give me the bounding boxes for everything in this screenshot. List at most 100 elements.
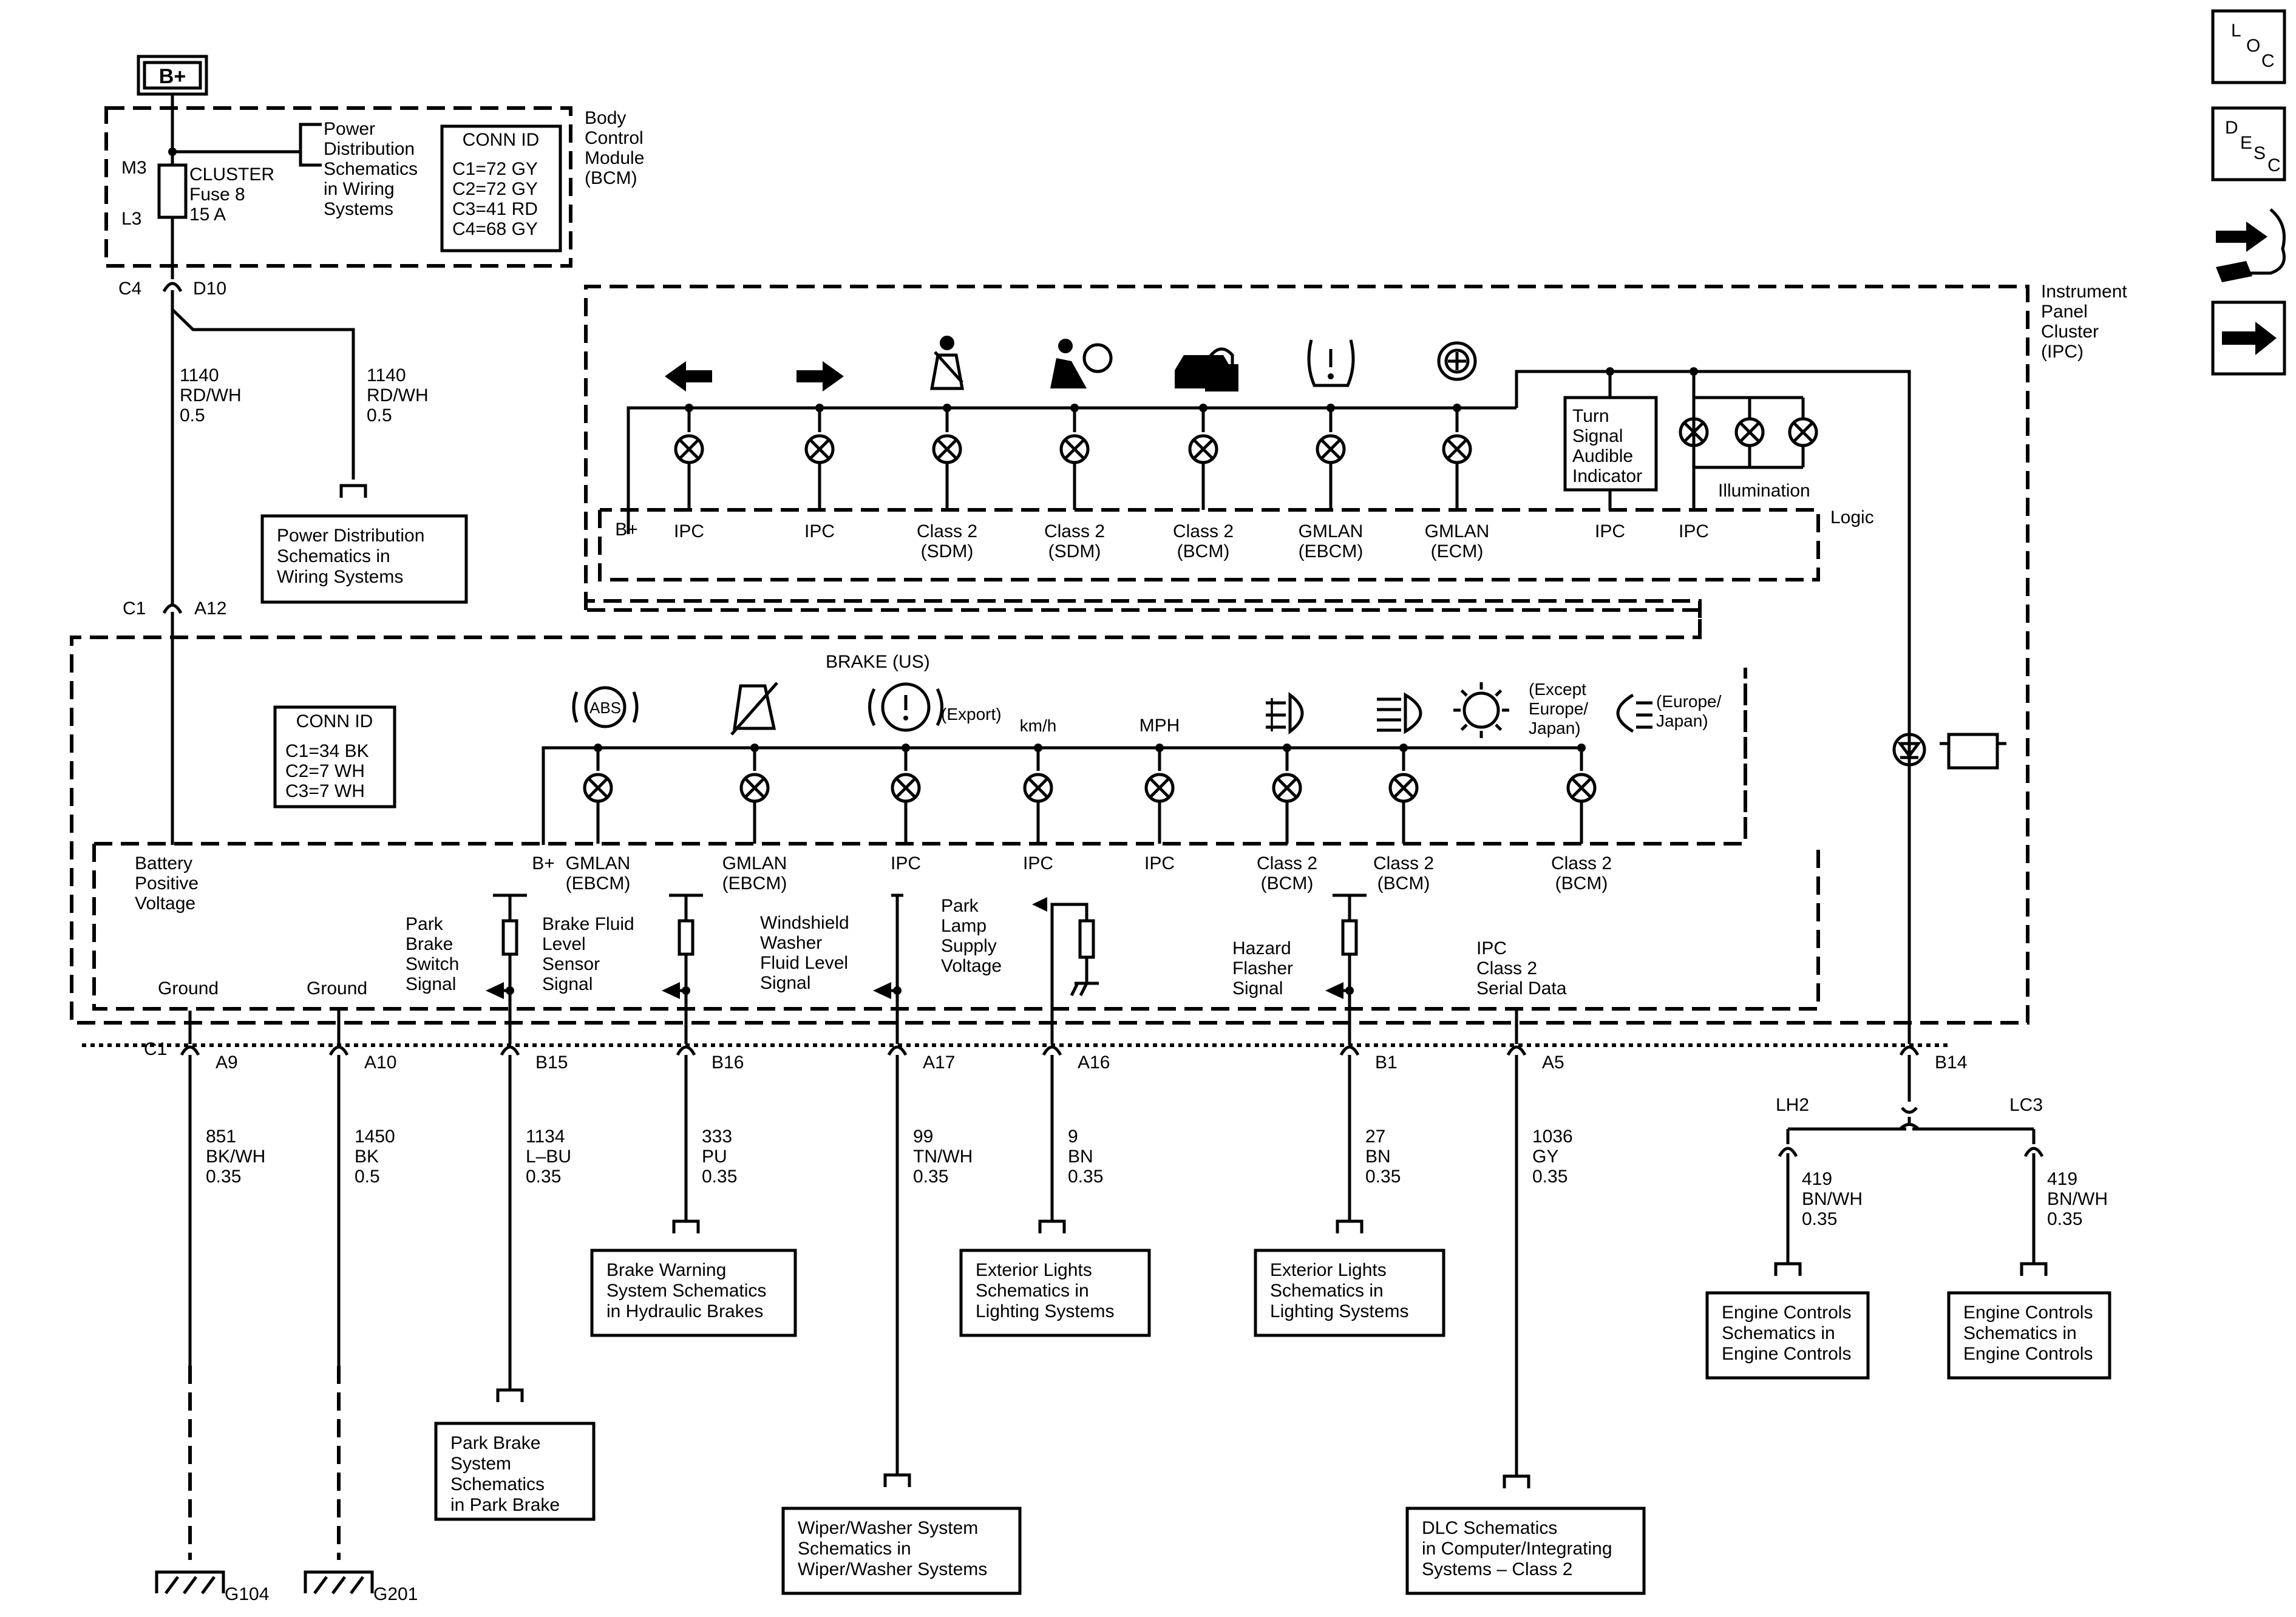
pin-A9: A9	[216, 1053, 238, 1073]
left-turn-arrow-icon	[665, 361, 712, 392]
upper-pin-label: (SDM)	[1048, 541, 1101, 561]
brake-warning-ref-text: System Schematics	[606, 1281, 766, 1301]
indicator-bulb-icon	[1277, 778, 1297, 798]
export-label: (Export)	[941, 705, 1002, 724]
pin-d10: D10	[193, 279, 226, 299]
lower-pin-label: (EBCM)	[566, 873, 631, 893]
splice-dot	[685, 404, 693, 412]
ext-lights-1-ref	[959, 1249, 1151, 1337]
service-gear-icon	[1444, 348, 1470, 374]
illumination-bulb-icon	[1793, 422, 1813, 442]
pin-connector	[500, 1045, 520, 1056]
ipc-conn-id-box	[273, 705, 396, 808]
splice-dot	[506, 986, 514, 995]
ipc-logic-lower	[92, 844, 1820, 1011]
brake-icon	[881, 682, 931, 732]
indicator-bulb-icon	[679, 439, 699, 459]
pin-connector	[1506, 1045, 1527, 1056]
lower-pin-label: GMLAN	[722, 853, 787, 873]
desc-button[interactable]	[2211, 106, 2286, 181]
park-brake-ref-text: in Park Brake	[450, 1495, 560, 1515]
washer-signal-label: Signal	[760, 973, 810, 993]
bcm-conn-list: C3=41 RD	[452, 199, 538, 219]
bcm-conn-list: C1=72 GY	[452, 159, 538, 179]
ext-lights-2-ref-text: Schematics in	[1270, 1281, 1384, 1301]
indicator-bulb-icon	[809, 439, 830, 459]
ext-lights-2-stub	[1336, 1219, 1364, 1233]
wire-label: 1134	[526, 1127, 565, 1147]
brake-us-label: BRAKE (US)	[826, 652, 930, 672]
repair-button[interactable]	[2216, 208, 2286, 282]
lamp-on-icon	[1495, 724, 1503, 731]
splice-dot	[1034, 744, 1042, 752]
park-brake-ref-text: Park Brake	[450, 1433, 540, 1453]
abs-icon: ABS	[589, 699, 621, 717]
ground-g104-icon	[182, 1576, 198, 1595]
pd-ref-box-text: Power Distribution	[277, 526, 424, 546]
washer-signal-label: Washer	[760, 933, 822, 953]
bcm-dashed-box	[104, 106, 572, 268]
park-lamp-label: Supply	[941, 936, 997, 956]
park-brake-ref-text: System	[450, 1454, 511, 1474]
except-europe-label: Japan)	[1529, 719, 1581, 737]
wire-label: GY	[1532, 1147, 1558, 1167]
wire-419-lh2-label: 419	[1802, 1169, 1832, 1189]
indicator-bulb-icon	[1193, 439, 1214, 459]
wire-label: BK	[355, 1147, 379, 1167]
pd-stub	[339, 484, 367, 498]
chassis-ground-icon	[1070, 982, 1079, 997]
brake-fluid-circuit-arrow-icon	[662, 982, 680, 999]
pin-connector	[1339, 1045, 1360, 1056]
lower-pin-label: (EBCM)	[722, 873, 787, 893]
fuse-label: CLUSTER	[189, 164, 274, 185]
airbag-icon	[1050, 358, 1087, 388]
repair-arrow-icon	[2216, 222, 2267, 252]
pin-connector	[328, 1045, 349, 1056]
ground-label: Ground	[307, 978, 367, 998]
wrench-icon	[2216, 261, 2252, 282]
indicator-bulb-icon	[744, 778, 765, 798]
wire-label: BN	[1068, 1147, 1093, 1167]
washer-signal-label: Fluid Level	[760, 953, 848, 973]
park-brake-stub	[496, 1388, 524, 1402]
park-lamp-arrow-icon	[1032, 897, 1047, 912]
desc-letter: C	[2267, 155, 2281, 175]
fuse-label: 15 A	[189, 205, 226, 225]
indicator-bulb-icon	[937, 439, 957, 459]
ext-lights-1-stub	[1038, 1219, 1066, 1233]
wiper-ref-text: Schematics in	[798, 1539, 911, 1559]
upper-pin-label: Class 2	[917, 521, 977, 541]
pd-ref-wire	[299, 152, 322, 167]
wire-label: L–BU	[526, 1147, 571, 1167]
brake-warning-stub	[672, 1219, 700, 1233]
dlc-ref-text: Systems – Class 2	[1422, 1559, 1572, 1579]
parking-lamp-icon	[1616, 693, 1634, 733]
wire-419-lh2-label: BN/WH	[1802, 1189, 1863, 1209]
park-brake-signal-label: Signal	[406, 974, 456, 994]
pin-B1: B1	[1375, 1053, 1398, 1073]
box-layer	[104, 55, 2111, 1595]
illumination-label: Illumination	[1718, 481, 1810, 501]
wire-label: PU	[702, 1147, 727, 1167]
turn-signal-label: Turn	[1572, 406, 1609, 426]
wire-label: 27	[1365, 1127, 1385, 1147]
wire-label: 0.35	[1068, 1167, 1103, 1187]
splice-dot	[1399, 744, 1408, 752]
splice-break	[1901, 1107, 1918, 1114]
ext-lights-1-ref-text: Lighting Systems	[976, 1301, 1114, 1321]
bcm-name: Module	[585, 148, 644, 168]
desc-letter: S	[2254, 143, 2266, 163]
abs-icon	[584, 686, 627, 728]
wire-label: 0.5	[355, 1167, 380, 1187]
ipc-right-bus	[1515, 370, 1911, 1044]
loc-button[interactable]	[2211, 9, 2286, 84]
park-brake-circuit-resistor	[501, 919, 518, 956]
ext-lights-2-ref-text: Exterior Lights	[1270, 1260, 1387, 1280]
brake-warning-ref-text: Brake Warning	[606, 1260, 726, 1280]
wire-419-lc3-label: BN/WH	[2047, 1189, 2108, 1209]
bcm-conn-list: C2=72 GY	[452, 179, 538, 199]
wire-419-lc3-label: 0.35	[2047, 1209, 2082, 1229]
lower-pin-label: IPC	[1144, 853, 1175, 873]
conn-c1-bottom: C1	[144, 1039, 167, 1059]
